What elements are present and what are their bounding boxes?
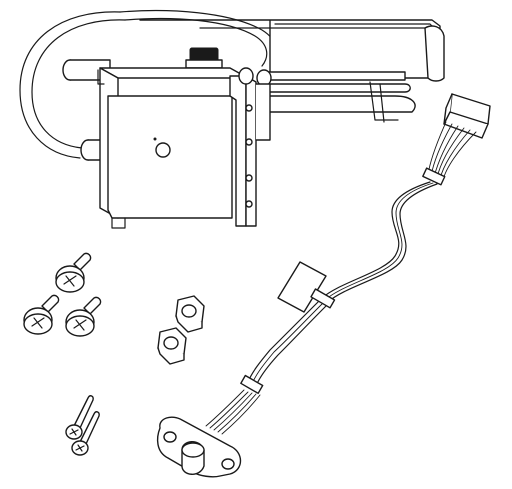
nut-icon — [157, 327, 187, 365]
short-screws — [23, 252, 102, 337]
hex-nuts — [157, 295, 205, 365]
long-screw-icon — [71, 411, 100, 456]
nut-icon — [175, 295, 205, 333]
wire-harness — [156, 93, 491, 478]
cable-tie — [422, 167, 446, 186]
cutter-assembly — [19, 9, 445, 229]
long-screw-icon — [65, 395, 94, 440]
screw-icon — [65, 296, 102, 337]
cable-loop — [19, 11, 121, 159]
harness-label — [277, 261, 327, 313]
screw-icon — [23, 294, 60, 335]
front-plate — [107, 95, 233, 219]
long-screws — [65, 395, 100, 456]
screw-icon — [55, 252, 92, 293]
front-hole — [155, 142, 171, 158]
harness-connector-top — [449, 93, 491, 125]
